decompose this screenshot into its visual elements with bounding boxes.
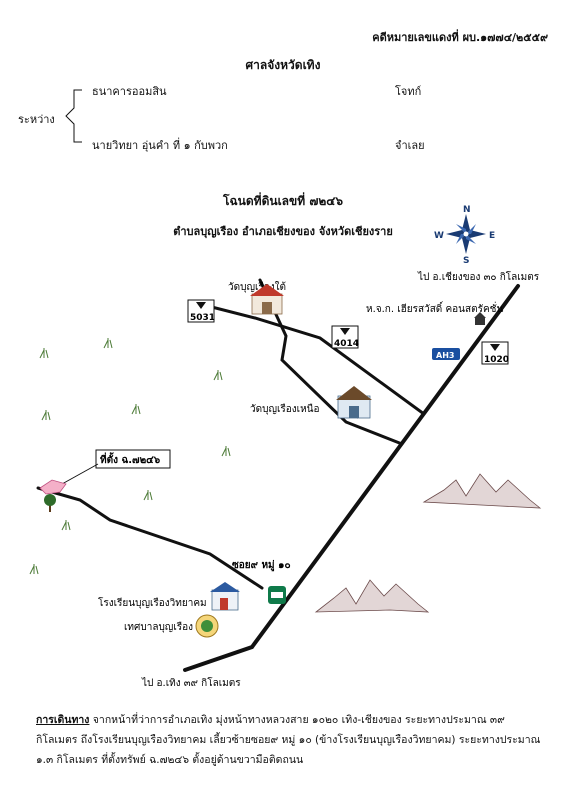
label-to-chiang-khong: ไป อ.เชียงของ ๓๐ กิโลเมตร	[417, 270, 540, 283]
temple-south-icon	[250, 284, 284, 315]
road-soi-9	[36, 486, 264, 590]
road-4014	[258, 278, 404, 446]
plaintiff-role: โจทก์	[395, 85, 422, 98]
site-callout: ที่ตั้ง ฉ.๗๒๔๖	[61, 449, 171, 485]
deed-location: ตำบลบุญเรือง อำเภอเชียงของ จังหวัดเชียงร…	[173, 225, 393, 238]
compass-w: W	[434, 231, 444, 241]
label-municipality: เทศบาลบุญเรือง	[124, 621, 193, 633]
compass-n: N	[463, 205, 471, 215]
deed-title: โฉนดที่ดินเลขที่ ๗๒๔๖	[223, 194, 343, 208]
road-sign-ah3: AH3	[432, 348, 460, 360]
site-marker-icon	[39, 479, 67, 512]
case-number: คดีหมายเลขแดงที่ ผบ.๑๗๗๔/๒๕๕๙	[372, 31, 548, 44]
svg-text:4014: 4014	[334, 339, 359, 349]
municipality-seal-icon	[195, 614, 219, 638]
defendant-name: นายวิทยา อุ่นคำ ที่ ๑ กับพวก	[92, 139, 228, 152]
road-sign-1020: 1020	[481, 341, 509, 365]
compass-e: E	[489, 231, 495, 241]
label-wat-north: วัดบุญเรืองเหนือ	[250, 403, 320, 415]
grass-icons	[29, 338, 231, 575]
gas-station-icon	[268, 586, 286, 604]
svg-text:5031: 5031	[190, 313, 215, 323]
label-to-thoeng: ไป อ.เทิง ๓๙ กิโลเมตร	[141, 676, 241, 689]
house-icon	[474, 312, 486, 325]
label-soi: ซอย๙ หมู่ ๑๐	[232, 559, 291, 572]
label-site: ที่ตั้ง ฉ.๗๒๔๖	[100, 452, 161, 466]
highway-1020	[183, 284, 520, 672]
compass-s: S	[463, 256, 469, 266]
label-school: โรงเรียนบุญเรืองวิทยาคม	[98, 596, 207, 609]
temple-north-icon	[336, 386, 372, 419]
directions-heading: การเดินทาง	[36, 714, 90, 726]
road-sign-4014: 4014	[331, 325, 359, 349]
court-name: ศาลจังหวัดเทิง	[245, 58, 321, 72]
location-map: N S E W 5031 4014 1020 AH3 ไป อ.เชียงของ…	[29, 205, 542, 689]
svg-text:AH3: AH3	[436, 351, 454, 360]
road-sign-5031: 5031	[187, 299, 215, 323]
defendant-role: จำเลย	[395, 139, 425, 152]
party-bracket	[65, 89, 82, 143]
between-label: ระหว่าง	[18, 113, 55, 126]
mountain-icon-bottom	[314, 579, 430, 613]
directions-paragraph: การเดินทาง จากหน้าที่ว่าการอำเภอเทิง มุ่…	[36, 710, 546, 770]
compass-icon: N S E W	[434, 205, 495, 266]
plaintiff-name: ธนาคารออมสิน	[92, 85, 167, 98]
road-5031	[198, 302, 426, 416]
school-icon	[210, 582, 240, 611]
svg-text:1020: 1020	[484, 355, 509, 365]
directions-text: จากหน้าที่ว่าการอำเภอเทิง มุ่งหน้าทางหลว…	[36, 714, 541, 766]
label-shop: ห.จ.ก. เฮียรสวัสดิ์ คอนสตรัคชั่น	[366, 301, 503, 315]
mountain-icon-right	[422, 473, 542, 509]
